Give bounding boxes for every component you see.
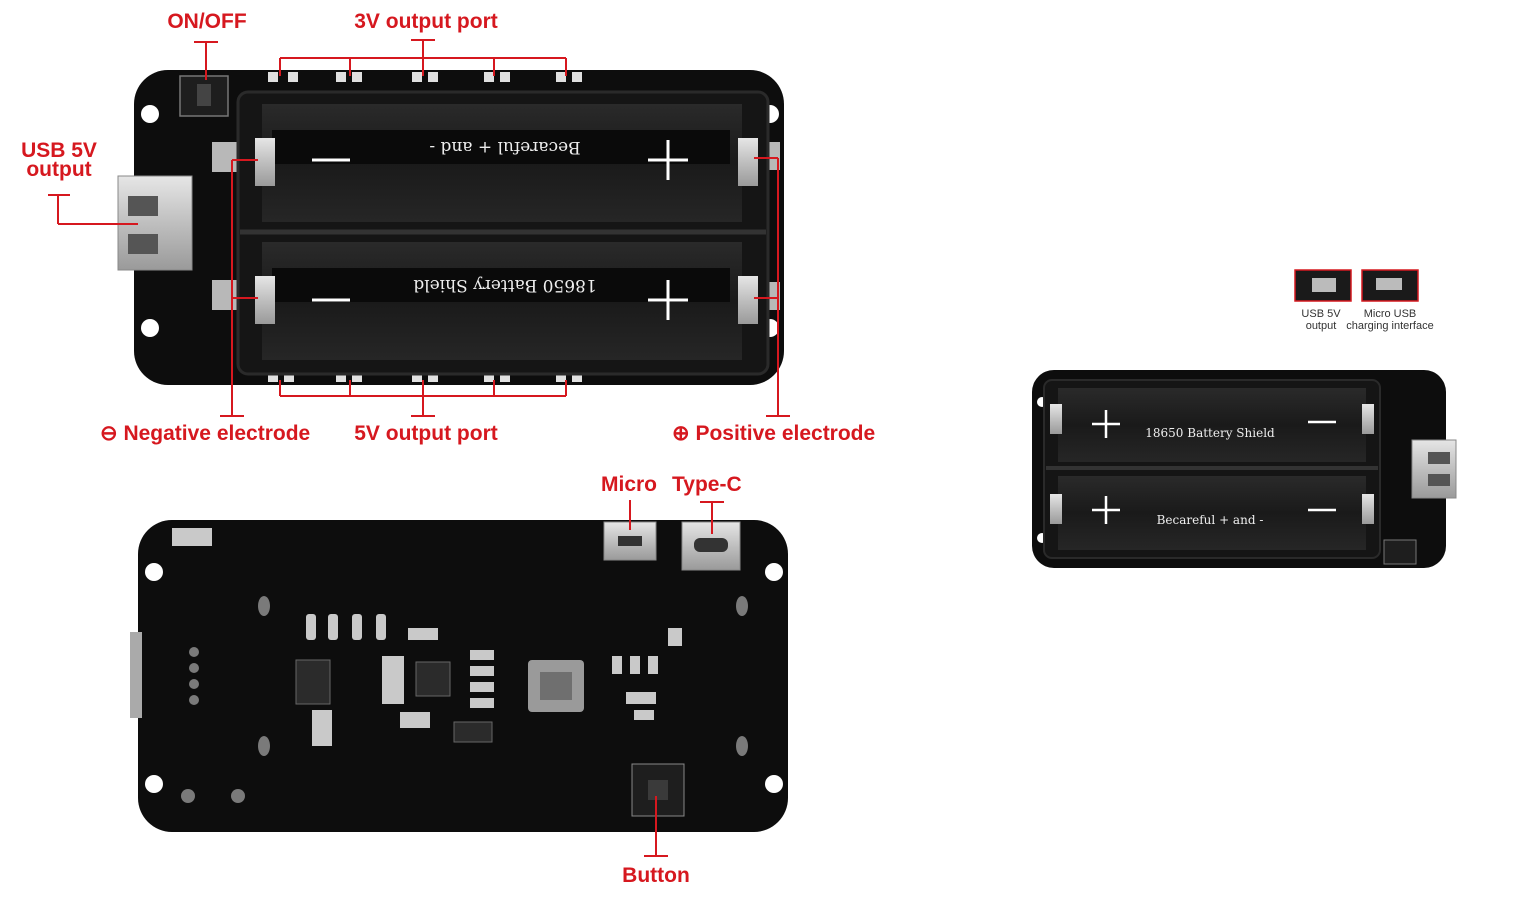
- label-5v-output-port: 5V output port: [354, 422, 498, 445]
- label-type-c: Type-C: [672, 473, 742, 496]
- callout-lines-top: [48, 39, 790, 417]
- label-positive-text: Positive electrode: [695, 422, 876, 445]
- label-usb-5v-output: USB 5V output: [14, 140, 104, 180]
- thumbnail-caption-usb5v: USB 5V output: [1301, 308, 1340, 332]
- label-micro: Micro: [601, 473, 658, 496]
- label-negative-electrode: ⊖ Negative electrode: [100, 423, 310, 444]
- board-side-view: 18650 Battery Shield Becareful + and -: [1032, 370, 1457, 568]
- label-button: Button: [622, 864, 690, 887]
- label-3v-output-port: 3V output port: [354, 10, 498, 33]
- silk-top-slot2: 18650 Battery Shield: [413, 275, 596, 295]
- minus-circle-icon: ⊖: [100, 422, 118, 445]
- thumbnail-caption-usb5v-line1: USB 5V: [1301, 308, 1341, 320]
- thumbnail-caption-micro-line1: Micro USB: [1363, 308, 1417, 320]
- board-top-view: Becareful + and - 18650 Battery Shield: [117, 70, 784, 385]
- thumbnail-micro-usb: [1361, 269, 1419, 302]
- plus-circle-icon: ⊕: [672, 422, 690, 445]
- board-bottom-view: [130, 520, 788, 832]
- silk-side-slot2: Becareful + and -: [1157, 513, 1264, 527]
- label-usb-5v-line2: output: [26, 158, 92, 181]
- thumbnail-caption-micro-line2: charging interface: [1346, 320, 1434, 332]
- silk-side-slot1: 18650 Battery Shield: [1145, 426, 1275, 440]
- label-negative-text: Negative electrode: [123, 422, 311, 445]
- callout-lines-bottom: [629, 500, 724, 857]
- thumbnail-caption-micro-usb: Micro USB charging interface: [1346, 308, 1433, 332]
- label-positive-electrode: ⊕ Positive electrode: [672, 423, 875, 444]
- thumbnail-usb5v: [1294, 269, 1352, 302]
- label-usb-5v-line1: USB 5V: [21, 139, 97, 162]
- thumbnail-caption-usb5v-line2: output: [1305, 320, 1337, 332]
- silk-top-slot1: Becareful + and -: [429, 137, 580, 157]
- label-on-off: ON/OFF: [167, 10, 247, 33]
